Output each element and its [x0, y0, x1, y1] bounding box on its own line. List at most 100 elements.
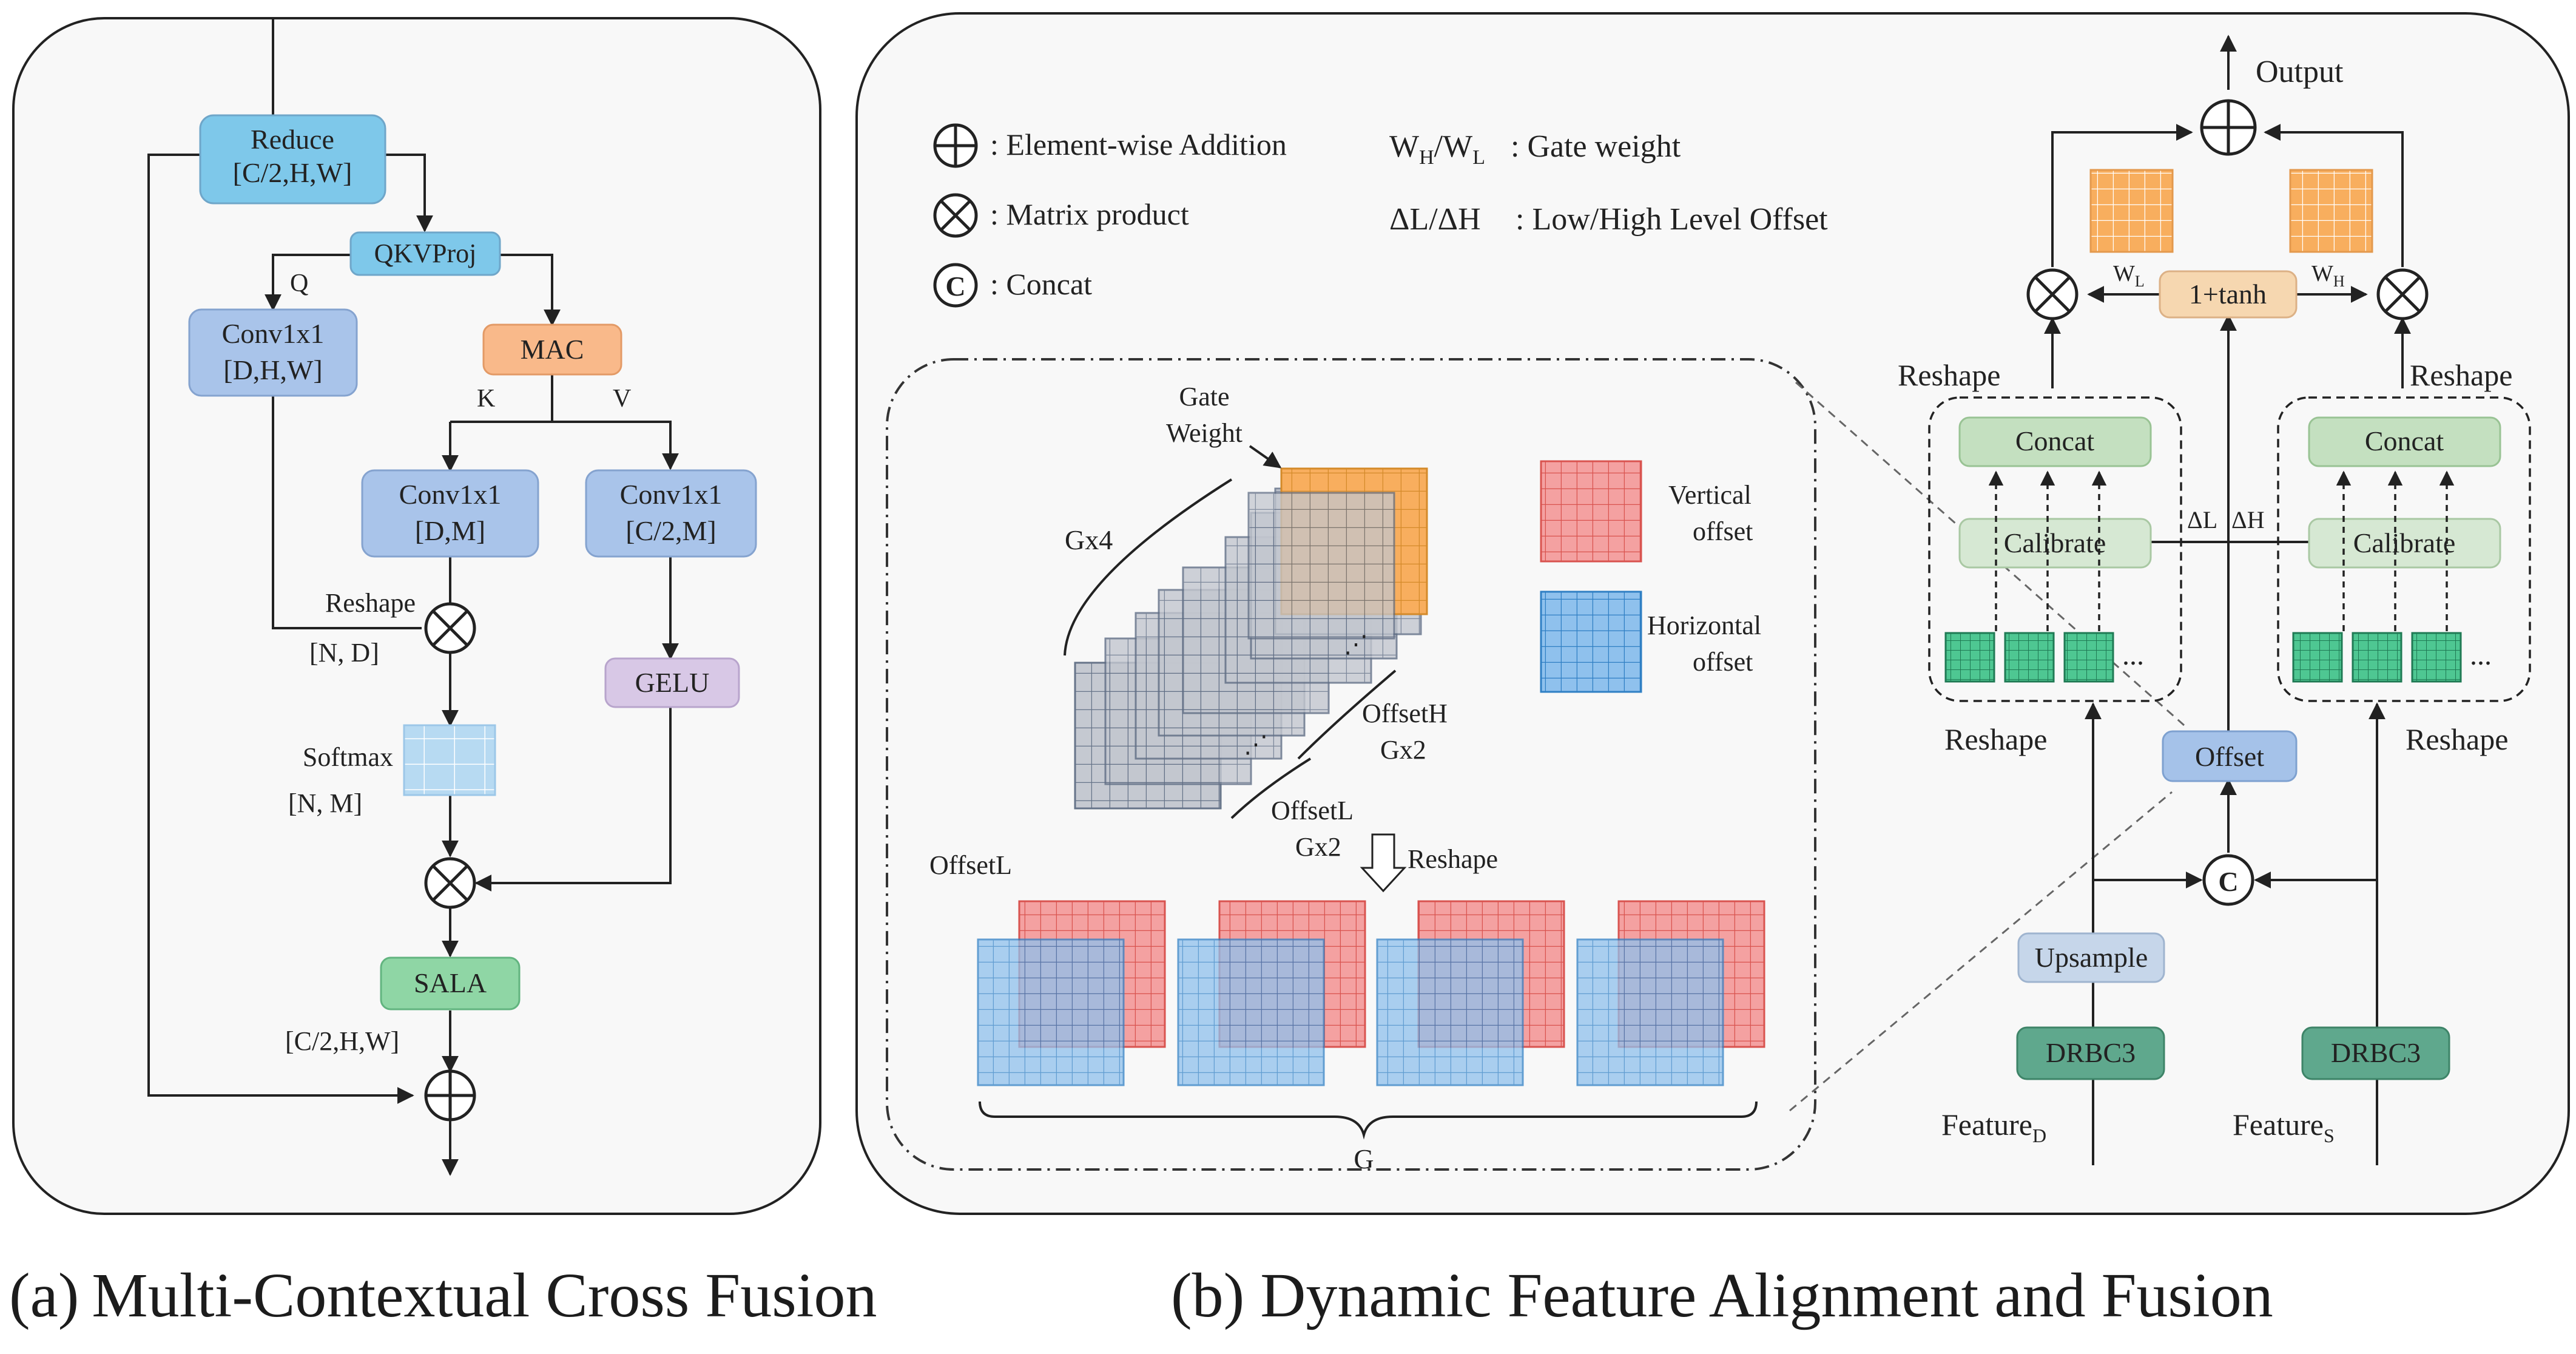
delta-h-label: ΔH — [2231, 506, 2265, 533]
legend-offset: Low/High Level Offset — [1532, 202, 1828, 237]
horizontal-offset-label-1: Horizontal — [1647, 611, 1761, 640]
q-label: Q — [290, 269, 308, 297]
legend-gate-symbol: WH/WL — [1389, 129, 1485, 169]
qkv-label: QKVProj — [374, 239, 477, 268]
offset-inset: ⋰ ⋰ Gate Weight Gx4 OffsetH Gx2 OffsetL … — [886, 358, 1816, 1174]
conv-v-block — [585, 469, 757, 558]
gelu-block — [604, 657, 740, 708]
delta-l-label: ΔL — [2187, 506, 2217, 533]
low-gate-weight-grid — [2089, 169, 2174, 253]
drbc3-right-block — [2301, 1026, 2450, 1080]
upsample-block — [2017, 932, 2165, 983]
g-brace — [979, 1101, 1758, 1140]
inset-frame — [886, 358, 1816, 1171]
offset-pair — [977, 900, 1166, 1086]
high-matrix-product-icon — [2376, 268, 2429, 320]
sala-block — [380, 956, 521, 1010]
svg-text:⋰: ⋰ — [1344, 631, 1368, 658]
legend-gate-text: : Gate weight — [1511, 129, 1681, 164]
output-dim-label: [C/2,H,W] — [285, 1026, 399, 1056]
offset-pair — [1576, 900, 1765, 1086]
left-ellipsis: ... — [2122, 639, 2144, 671]
concat-icon: C — [2202, 854, 2254, 906]
high-gate-weight-grid — [2289, 169, 2373, 253]
reshape-label: Reshape — [325, 588, 416, 618]
conv-v-label: Conv1x1 — [620, 479, 723, 510]
feature-cell — [2292, 632, 2343, 683]
right-ellipsis: ... — [2470, 639, 2492, 671]
offset-block — [2162, 730, 2298, 782]
conv-q-dim: [D,H,W] — [223, 354, 323, 385]
upsample-label: Upsample — [2035, 942, 2148, 973]
softmax-label: Softmax — [303, 742, 393, 772]
legend-concat: Concat — [1006, 267, 1092, 301]
g-label: G — [1354, 1143, 1374, 1174]
nm-label: [N, M] — [288, 788, 362, 818]
nd-label: [N, D] — [309, 638, 379, 668]
feature-cell — [1944, 632, 1995, 683]
concat-legend-icon: C — [933, 263, 978, 308]
vertical-offset-grid — [1540, 460, 1642, 563]
concat-legend-symbol: C — [945, 271, 965, 302]
legend-add: Element-wise Addition — [1006, 127, 1286, 161]
wl-label: WL — [2113, 261, 2145, 290]
feature-cell — [2004, 632, 2055, 683]
gate-weight-label-2: Weight — [1166, 418, 1242, 448]
vertical-offset-label-1: Vertical — [1668, 480, 1752, 510]
caption-a: (a) Multi-Contextual Cross Fusion — [9, 1261, 877, 1330]
legend-offset-symbol: ΔL/ΔH — [1389, 202, 1481, 237]
drbc3-right-label: DRBC3 — [2331, 1037, 2421, 1068]
legend: : Element-wise Addition : Matrix product… — [933, 123, 1828, 308]
legend-concat-text: : Concat — [990, 267, 1092, 301]
offset-h-label: OffsetH — [1362, 699, 1448, 728]
output-addition-icon — [2200, 99, 2257, 156]
legend-gate: Gate weight — [1527, 129, 1681, 164]
concat-symbol: C — [2218, 866, 2238, 897]
drbc3-left-label: DRBC3 — [2046, 1037, 2136, 1068]
right-calibrate-block — [2308, 518, 2501, 569]
caption-b: (b) Dynamic Feature Alignment and Fusion — [1171, 1261, 2273, 1330]
legend-offset-text: : Low/High Level Offset — [1516, 202, 1828, 237]
vertical-offset-label-2: offset — [1693, 516, 1753, 546]
panel-a: Reduce [C/2,H,W] QKVProj Q Conv1x1 [D,H,… — [12, 17, 821, 1215]
right-concat-label: Concat — [2365, 425, 2444, 456]
element-wise-addition-icon — [424, 1069, 476, 1122]
tanh-block — [2159, 270, 2298, 319]
offset-pair — [1177, 900, 1366, 1086]
low-matrix-product-icon — [2026, 268, 2079, 320]
reshape-top-left-label: Reshape — [1898, 358, 2000, 392]
drbc3-left-block — [2016, 1026, 2165, 1080]
feature-cell — [2352, 632, 2402, 683]
reshape-arrow-icon — [1360, 833, 1407, 893]
legend-mul: Matrix product — [1006, 197, 1189, 231]
reduce-block — [199, 114, 386, 205]
panel-b: : Element-wise Addition : Matrix product… — [855, 12, 2570, 1215]
mac-block — [482, 323, 622, 376]
feature-d-label: FeatureD — [1941, 1108, 2046, 1146]
mac-label: MAC — [521, 334, 584, 365]
v-label: V — [613, 385, 631, 413]
offset-l-gx2: Gx2 — [1295, 832, 1341, 862]
offset-h-gx2: Gx2 — [1380, 735, 1426, 765]
left-calibrate-block — [1958, 518, 2152, 569]
svg-text:⋰: ⋰ — [1244, 731, 1268, 758]
legend-mul-text: : Matrix product — [990, 197, 1189, 231]
sala-label: SALA — [414, 967, 487, 998]
left-calibrate-label: Calibrate — [2004, 527, 2106, 558]
left-concat-block — [1958, 416, 2152, 467]
horizontal-offset-label-2: offset — [1693, 647, 1753, 677]
gate-weight-label-1: Gate — [1179, 382, 1229, 411]
right-concat-block — [2308, 416, 2501, 467]
qkv-projection-block — [349, 231, 501, 276]
horizontal-offset-grid — [1540, 591, 1642, 693]
reshape-bottom-left-label: Reshape — [1944, 722, 2047, 756]
offset-l-left-label: OffsetL — [929, 850, 1012, 880]
offset-label: Offset — [2195, 741, 2264, 772]
feature-s-label: FeatureS — [2233, 1108, 2335, 1146]
conv-v-dim: [C/2,M] — [625, 515, 716, 546]
feature-cell — [2063, 632, 2114, 683]
matrix-product-icon — [424, 602, 476, 654]
right-calibrate-label: Calibrate — [2353, 527, 2456, 558]
inset-reshape-label: Reshape — [1408, 844, 1498, 874]
